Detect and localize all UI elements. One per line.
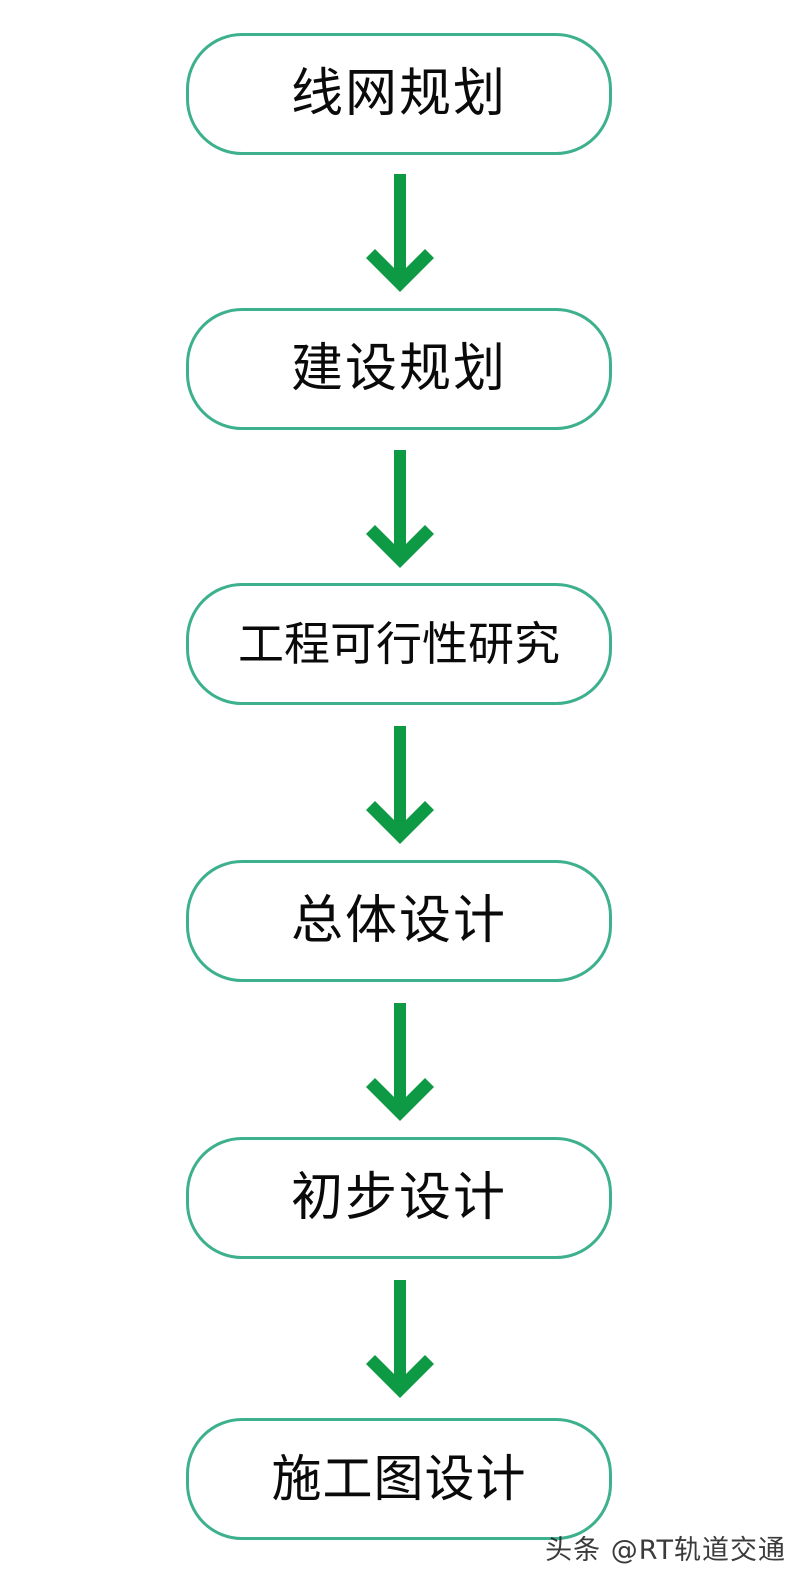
flow-node-step-6[interactable]: 施工图设计 [186,1418,612,1540]
down-arrow-icon [366,1003,434,1121]
down-arrow-icon [366,1280,434,1398]
flow-arrow-4 [362,1003,438,1121]
flow-node-label: 工程可行性研究 [238,617,560,671]
flow-node-label: 施工图设计 [271,1450,527,1508]
flow-node-step-5[interactable]: 初步设计 [186,1137,612,1259]
down-arrow-icon [366,174,434,292]
flow-node-step-1[interactable]: 线网规划 [186,33,612,155]
flow-node-label: 线网规划 [290,64,507,124]
flow-node-label: 建设规划 [290,339,507,399]
watermark-text: 头条 @RT轨道交通 [545,1535,786,1567]
down-arrow-icon [366,450,434,568]
flow-node-label: 总体设计 [290,891,507,951]
flow-node-step-4[interactable]: 总体设计 [186,860,612,982]
flow-arrow-2 [362,450,438,568]
down-arrow-icon [366,726,434,844]
flow-node-step-3[interactable]: 工程可行性研究 [186,583,612,705]
flow-arrow-3 [362,726,438,844]
flow-node-label: 初步设计 [290,1168,507,1228]
flow-arrow-1 [362,174,438,292]
flow-arrow-5 [362,1280,438,1398]
flow-node-step-2[interactable]: 建设规划 [186,308,612,430]
